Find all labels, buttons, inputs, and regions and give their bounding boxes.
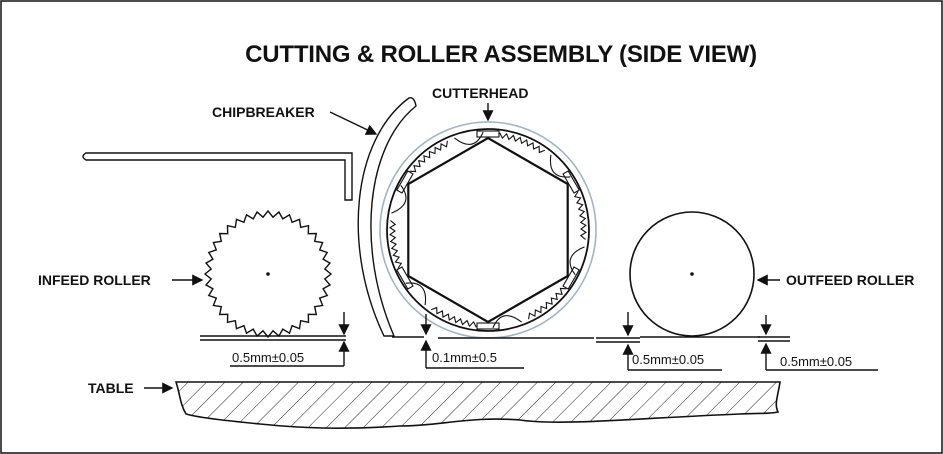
reference-lines	[200, 335, 790, 343]
cutterhead-serration	[430, 306, 477, 328]
cutterhead	[379, 121, 597, 339]
chipbreaker-shape	[357, 96, 417, 337]
dimension-outfeed: 0.5mm±0.05	[760, 315, 878, 371]
dimension-outfeed-label: 0.5mm±0.05	[780, 354, 852, 369]
dimension-infeed-label: 0.5mm±0.05	[232, 350, 304, 365]
chipbreaker-label: CHIPBREAKER	[212, 104, 315, 120]
cutterhead-label: CUTTERHEAD	[432, 85, 528, 101]
cutterhead-gib	[405, 282, 427, 306]
feed-rail	[82, 152, 353, 201]
cutterhead-serration	[409, 140, 448, 173]
dimension-cutterhead: 0.5mm±0.05	[622, 312, 722, 371]
cutterhead-gib	[569, 246, 585, 276]
table-section	[174, 381, 781, 429]
cutterhead-knife	[476, 322, 500, 330]
cutterhead-serration	[528, 287, 567, 320]
cutterhead-gib	[492, 315, 522, 329]
dimension-cutterhead-label: 0.5mm±0.05	[632, 352, 704, 367]
table-label: TABLE	[88, 380, 134, 396]
infeed-roller	[203, 209, 333, 339]
cutterhead-serration	[388, 220, 403, 269]
outfeed-roller-label: OUTFEED ROLLER	[786, 272, 914, 288]
cutterhead-gib	[549, 154, 571, 178]
cutterhead-gib	[391, 184, 407, 214]
dimension-chipbreaker: 0.1mm±0.5	[420, 314, 524, 369]
dimension-chipbreaker-label: 0.1mm±0.5	[432, 350, 497, 365]
cutterhead-knife	[476, 130, 500, 138]
cutterhead-core	[407, 136, 569, 324]
cutterhead-gib	[454, 131, 484, 145]
cutterhead-serration	[573, 191, 588, 240]
diagram-title: CUTTING & ROLLER ASSEMBLY (SIDE VIEW)	[245, 41, 757, 68]
outfeed-roller	[629, 211, 755, 337]
dimension-infeed: 0.5mm±0.05	[230, 312, 350, 367]
cutterhead-serration	[499, 132, 546, 154]
infeed-roller-label: INFEED ROLLER	[38, 272, 151, 288]
infeed-roller-center	[266, 272, 270, 276]
outfeed-roller-center	[690, 272, 694, 276]
cutterhead-pockets	[388, 130, 588, 330]
